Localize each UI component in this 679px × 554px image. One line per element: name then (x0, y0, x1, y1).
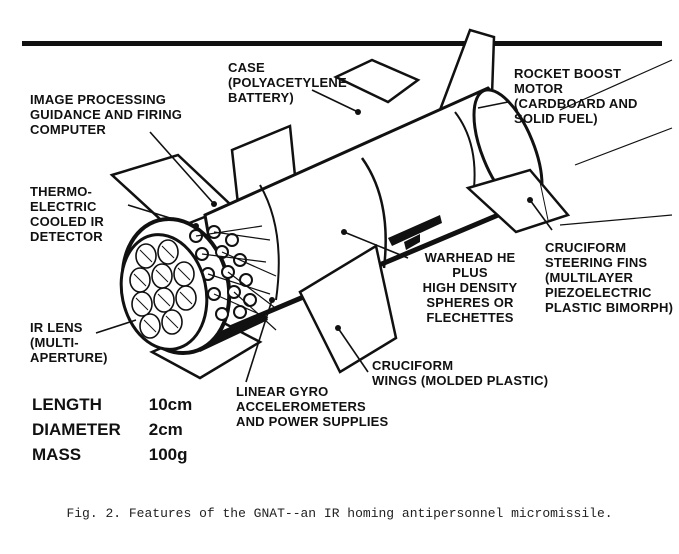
label-line: MOTOR (514, 81, 564, 96)
spec-value: 100g (148, 445, 188, 464)
spec-value: 2cm (148, 420, 183, 439)
wing-bottom (298, 244, 398, 374)
motion-lines (559, 59, 673, 226)
label-cruciform-wings: CRUCIFORM WINGS (MOLDED PLASTIC) (372, 358, 548, 388)
label-line: FLECHETTES (426, 310, 514, 325)
top-rule (22, 41, 662, 46)
label-line: HIGH DENSITY (422, 280, 518, 295)
label-line: GUIDANCE AND FIRING (30, 107, 183, 122)
label-case: CASE (POLYACETYLENE BATTERY) (228, 60, 347, 105)
spec-diameter: DIAMETER 2cm (32, 417, 192, 442)
label-line: THERMO- (30, 184, 93, 199)
spec-value: 10cm (148, 395, 193, 414)
label-line: (POLYACETYLENE (228, 75, 347, 90)
label-line: SPHERES OR (426, 295, 514, 310)
label-steering-fins: CRUCIFORM STEERING FINS (MULTILAYER PIEZ… (545, 240, 673, 315)
label-line: BATTERY) (228, 90, 294, 105)
leader-lines (95, 89, 553, 383)
spec-mass: MASS 100g (32, 442, 192, 467)
spec-length: LENGTH 10cm (32, 392, 192, 417)
label-line: STEERING FINS (545, 255, 648, 270)
label-line: CRUCIFORM (545, 240, 627, 255)
label-ir-lens: IR LENS (MULTI- APERTURE) (30, 320, 108, 365)
electronics-stack (189, 225, 257, 321)
spec-key: LENGTH (32, 395, 102, 414)
label-line: CASE (228, 60, 265, 75)
label-line: PLUS (452, 265, 488, 280)
label-line: IMAGE PROCESSING (30, 92, 167, 107)
steering-fin-left (333, 58, 421, 104)
section-seam-2 (454, 111, 476, 189)
label-line: CRUCIFORM (372, 358, 454, 373)
label-line: ROCKET BOOST (514, 66, 622, 81)
label-line: AND POWER SUPPLIES (236, 414, 389, 429)
label-line: PLASTIC BIMORPH) (545, 300, 674, 315)
label-line: (CARDBOARD AND (514, 96, 638, 111)
label-line: ACCELEROMETERS (236, 399, 366, 414)
label-linear-gyro: LINEAR GYRO ACCELEROMETERS AND POWER SUP… (236, 384, 388, 429)
label-line: (MULTILAYER (545, 270, 634, 285)
label-line: ELECTRIC (30, 199, 97, 214)
label-line: LINEAR GYRO (236, 384, 329, 399)
label-line: WARHEAD HE (424, 250, 516, 265)
label-line: APERTURE) (30, 350, 108, 365)
label-warhead: WARHEAD HE PLUS HIGH DENSITY SPHERES OR … (410, 250, 530, 325)
lens-apertures (129, 239, 197, 339)
figure-caption: Fig. 2. Features of the GNAT--an IR homi… (66, 506, 613, 521)
spec-key: DIAMETER (32, 420, 121, 439)
label-rocket-boost-motor: ROCKET BOOST MOTOR (CARDBOARD AND SOLID … (514, 66, 638, 126)
label-line: (MULTI- (30, 335, 79, 350)
label-line: WINGS (MOLDED PLASTIC) (372, 373, 549, 388)
label-line: PIEZOELECTRIC (545, 285, 652, 300)
label-line: COMPUTER (30, 122, 106, 137)
label-thermo-detector: THERMO- ELECTRIC COOLED IR DETECTOR (30, 184, 104, 244)
label-line: SOLID FUEL) (514, 111, 598, 126)
label-image-processing: IMAGE PROCESSING GUIDANCE AND FIRING COM… (30, 92, 182, 137)
spec-list: LENGTH 10cm DIAMETER 2cm MASS 100g (32, 392, 192, 467)
label-line: IR LENS (30, 320, 83, 335)
spec-key: MASS (32, 445, 82, 464)
label-line: DETECTOR (30, 229, 103, 244)
section-seam-1 (360, 157, 387, 269)
label-line: COOLED IR (30, 214, 105, 229)
